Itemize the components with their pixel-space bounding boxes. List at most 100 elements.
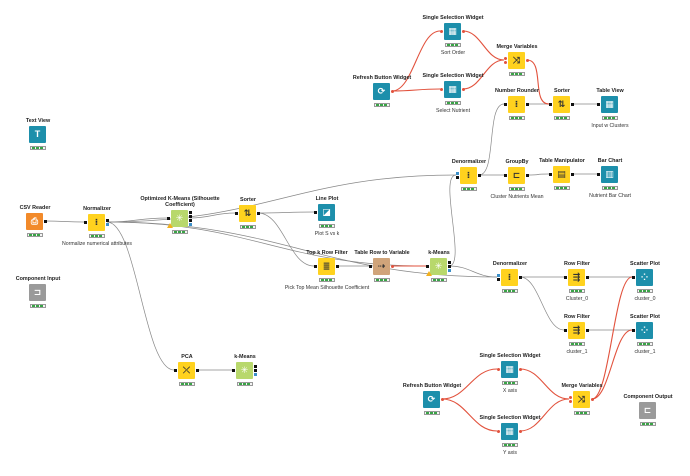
flow-variable-out-port[interactable] (519, 368, 522, 371)
table-in-port[interactable] (426, 265, 429, 268)
table-out-port[interactable] (448, 265, 451, 268)
refresh-button-widget-icon[interactable]: ⟳ (373, 83, 390, 100)
table-manipulator-icon[interactable]: ▤ (553, 166, 570, 183)
text-view-icon[interactable]: T (29, 126, 46, 143)
table-connection[interactable] (257, 211, 315, 214)
table-out-port[interactable] (254, 369, 257, 372)
node-table-manipulator[interactable]: Table Manipulator ▤ (527, 158, 597, 190)
denormalizer-icon[interactable]: ⁝ (460, 167, 477, 184)
table-out-port[interactable] (586, 276, 589, 279)
table-out-port[interactable] (526, 174, 529, 177)
node-table-view[interactable]: Table View ▦ Input w Clusters (575, 88, 645, 129)
scatter-plot-icon[interactable]: ⁘ (636, 269, 653, 286)
flow-variable-in-port[interactable] (497, 368, 500, 371)
scatter-plot-icon[interactable]: ⁘ (636, 322, 653, 339)
table-out-port[interactable] (571, 173, 574, 176)
table-out-port[interactable] (448, 261, 451, 264)
table-connection[interactable] (478, 103, 505, 176)
model-out-port[interactable] (254, 373, 257, 376)
single-selection-widget-icon[interactable]: ▦ (444, 23, 461, 40)
flow-variable-connection[interactable] (519, 398, 570, 432)
node-sorter-1[interactable]: Sorter ⇅ (213, 197, 283, 229)
table-in-port[interactable] (174, 369, 177, 372)
flow-variable-in-port[interactable] (504, 57, 507, 60)
node-normalizer-1[interactable]: Normalizer ⁝ Normalize numerical attribu… (62, 206, 132, 247)
flow-variable-connection[interactable] (519, 368, 570, 400)
kmeans-icon[interactable]: ✳ (430, 258, 447, 275)
node-refresh-top[interactable]: Refresh Button Widget ⟳ (347, 75, 417, 107)
table-connection[interactable] (526, 173, 550, 176)
table-out-port[interactable] (189, 219, 192, 222)
table-in-port[interactable] (456, 176, 459, 179)
node-opt-kmeans[interactable]: Optimized K-Means (Silhouette Coefficien… (140, 196, 220, 234)
table-to-variable-icon[interactable]: ⇢ (373, 258, 390, 275)
table-out-port[interactable] (189, 215, 192, 218)
model-out-port[interactable] (448, 269, 451, 272)
row-filter-icon[interactable]: ≣ (318, 258, 335, 275)
component-output-icon[interactable]: ⊏ (639, 402, 656, 419)
flow-variable-out-port[interactable] (462, 88, 465, 91)
table-connection[interactable] (106, 221, 175, 371)
table-out-port[interactable] (196, 369, 199, 372)
refresh-button-widget-icon[interactable]: ⟳ (423, 391, 440, 408)
node-line-plot[interactable]: Line Plot ◪ Plot S vs k (292, 196, 362, 237)
table-in-port[interactable] (235, 212, 238, 215)
pca-icon[interactable]: ⤫ (178, 362, 195, 379)
table-in-port[interactable] (632, 276, 635, 279)
node-text-view[interactable]: Text View T (3, 118, 73, 150)
node-number-rounder[interactable]: Number Rounder ⁝ (482, 88, 552, 120)
node-row-filter-0[interactable]: Row Filter ⇶ Cluster_0 (542, 261, 612, 302)
table-connection[interactable] (189, 212, 236, 219)
node-refresh-bottom[interactable]: Refresh Button Widget ⟳ (397, 383, 467, 415)
sorter-icon[interactable]: ⇅ (553, 96, 570, 113)
table-in-port[interactable] (564, 329, 567, 332)
table-out-port[interactable] (526, 103, 529, 106)
node-row-filter-1[interactable]: Row Filter ⇶ cluster_1 (542, 314, 612, 355)
node-ssw-y[interactable]: Single Selection Widget ▦ Y axis (475, 415, 545, 456)
flow-variable-connection[interactable] (441, 368, 498, 400)
table-in-port[interactable] (597, 173, 600, 176)
flow-variable-connection[interactable] (526, 59, 550, 105)
table-in-port[interactable] (314, 265, 317, 268)
node-merge-bottom[interactable]: Merge Variables ⤨ (547, 383, 617, 415)
flow-variable-connection[interactable] (462, 30, 505, 61)
flow-variable-out-port[interactable] (519, 430, 522, 433)
node-groupby[interactable]: GroupBy ⊏ Cluster Nutrients Mean (482, 159, 552, 200)
flow-variable-in-port[interactable] (569, 400, 572, 403)
node-table-to-var[interactable]: Table Row to Variable ⇢ (347, 250, 417, 282)
node-ssw-nutrient[interactable]: Single Selection Widget ▦ Select Nutrien… (418, 73, 488, 114)
number-rounder-icon[interactable]: ⁝ (508, 96, 525, 113)
table-connection[interactable] (257, 212, 315, 267)
table-out-port[interactable] (44, 220, 47, 223)
table-connection[interactable] (519, 276, 565, 331)
flow-variable-out-port[interactable] (462, 30, 465, 33)
node-ssw-x[interactable]: Single Selection Widget ▦ X axis (475, 353, 545, 394)
flow-variable-connection[interactable] (391, 88, 441, 92)
flow-variable-out-port[interactable] (441, 398, 444, 401)
merge-variables-icon[interactable]: ⤨ (573, 391, 590, 408)
table-out-port[interactable] (586, 329, 589, 332)
table-out-port[interactable] (254, 365, 257, 368)
table-in-port[interactable] (504, 103, 507, 106)
flow-variable-in-port[interactable] (504, 61, 507, 64)
kmeans-icon[interactable]: ✳ (236, 362, 253, 379)
table-out-port[interactable] (478, 174, 481, 177)
node-component-output[interactable]: Component Output ⊏ (613, 394, 683, 426)
node-bar-chart[interactable]: Bar Chart ▥ Nutrient Bar Chart (575, 158, 645, 199)
node-component-input[interactable]: Component Input ⊐ (3, 276, 73, 308)
table-in-port[interactable] (564, 276, 567, 279)
flow-variable-in-port[interactable] (569, 396, 572, 399)
merge-variables-icon[interactable]: ⤨ (508, 52, 525, 69)
denormalizer-icon[interactable]: ⁝ (501, 269, 518, 286)
single-selection-widget-icon[interactable]: ▦ (501, 361, 518, 378)
node-top-k[interactable]: Top k Row Filter ≣ Pick Top Mean Silhoue… (285, 250, 369, 291)
table-out-port[interactable] (519, 276, 522, 279)
table-in-port[interactable] (167, 217, 170, 220)
flow-variable-connection[interactable] (391, 30, 441, 92)
model-in-port[interactable] (497, 274, 500, 277)
flow-variable-in-port[interactable] (440, 88, 443, 91)
table-in-port[interactable] (369, 265, 372, 268)
bar-chart-icon[interactable]: ▥ (601, 166, 618, 183)
line-plot-icon[interactable]: ◪ (318, 204, 335, 221)
table-in-port[interactable] (549, 103, 552, 106)
